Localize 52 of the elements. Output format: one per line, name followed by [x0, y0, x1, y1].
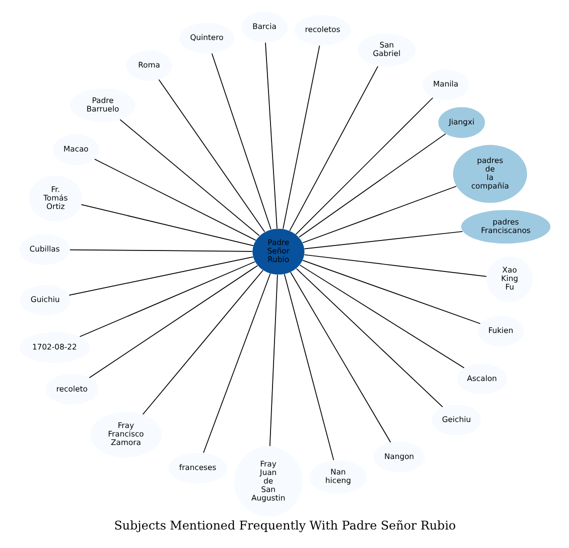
node-ellipse: Manila: [422, 69, 468, 100]
node-ellipse: Barcia: [240, 12, 288, 42]
node-ellipse: Padre Señor Rubio: [252, 228, 304, 275]
node-ellipse: Guichiu: [20, 284, 70, 316]
node-ellipse: Fray Francisco Zamora: [90, 412, 162, 458]
connector: [88, 265, 258, 378]
connector: [202, 273, 270, 454]
node-ellipse: franceses: [168, 452, 226, 484]
node-ellipse: Macao: [52, 134, 99, 166]
node-ellipse: Cubillas: [18, 234, 70, 265]
diagram-title: Subjects Mentioned Frequently With Padre Señor Rubio: [114, 518, 456, 533]
node-ellipse: recoleto: [45, 374, 98, 405]
connector: [284, 274, 334, 460]
node-ellipse: Quintero: [178, 22, 234, 54]
node-ellipse: Fukien: [477, 316, 524, 346]
node-ellipse: Jiangxi: [438, 107, 484, 138]
connector: [298, 264, 464, 368]
connector: [302, 186, 456, 244]
node-circle: Xao King Fu: [486, 256, 532, 302]
connector: [302, 260, 480, 324]
connector: [298, 133, 446, 238]
connector: [268, 274, 278, 447]
node-ellipse: Fr. Tomás Ortiz: [28, 176, 82, 222]
node-ellipse: Nangon: [372, 442, 424, 472]
node-ellipse: Nan hiceng: [308, 460, 366, 494]
connector: [142, 270, 263, 415]
node-ellipse: 1702-08-22: [19, 332, 90, 363]
connector: [288, 66, 378, 232]
connector: [158, 79, 265, 232]
node-ellipse: recoletos: [294, 14, 350, 46]
node-ellipse: Ascalon: [456, 364, 507, 394]
connector: [294, 97, 433, 235]
connector: [119, 119, 260, 236]
node-ellipse: Geichiu: [431, 404, 481, 436]
node-ellipse: padres de la compañía: [452, 144, 527, 203]
connector: [303, 231, 462, 250]
connector: [68, 249, 252, 252]
connector: [296, 268, 443, 408]
connector: [68, 256, 253, 296]
node-ellipse: San Gabriel: [357, 33, 416, 67]
node-ellipse: padres Franciscanos: [460, 210, 550, 244]
connector: [78, 261, 255, 338]
connector: [303, 254, 486, 277]
node-ellipse: Padre Barruelo: [69, 88, 136, 122]
connector: [211, 53, 271, 230]
connector: [290, 272, 390, 443]
connector: [264, 42, 277, 229]
connector: [282, 45, 320, 230]
connector: [94, 158, 256, 241]
connector: [80, 204, 254, 246]
node-ellipse: Roma: [126, 50, 172, 81]
node-circle: Fray Juan de San Augustin: [233, 446, 302, 517]
